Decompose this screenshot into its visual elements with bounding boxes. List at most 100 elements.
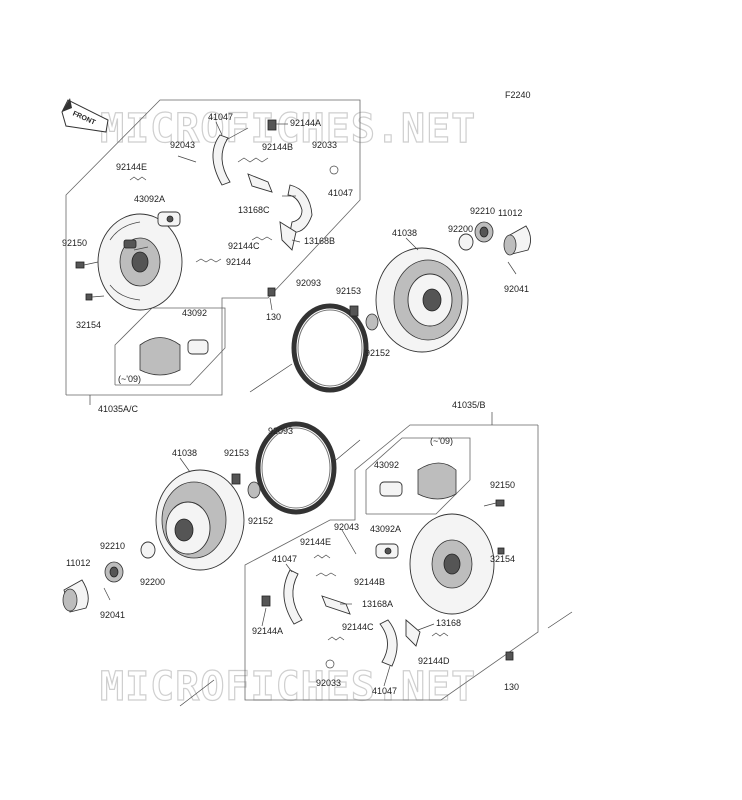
bottom-label-92200: 92200	[140, 577, 165, 587]
top-wheel-cylinder-43092a	[157, 211, 181, 227]
bottom-spring-92144b	[315, 572, 337, 577]
top-pad-92144a	[267, 119, 277, 131]
bottom-pin-92043	[341, 529, 357, 555]
top-bolt-92153	[349, 305, 359, 317]
top-pin-92041	[507, 261, 517, 275]
top-assembly-label: 41035A/C	[98, 404, 139, 414]
bottom-label-41038: 41038	[172, 448, 197, 458]
bottom-brake-shoe-right	[379, 619, 398, 667]
top-brake-shoe-right	[287, 184, 313, 233]
bottom-backing-plate	[409, 513, 495, 615]
bottom-washer-92152	[247, 481, 261, 499]
top-label-41047-b: 41047	[328, 188, 353, 198]
bottom-pad-92144a	[261, 595, 271, 607]
bottom-label-43092a: 43092A	[370, 524, 401, 534]
top-leader-lines	[133, 121, 419, 311]
bottom-label-32154: 32154	[490, 554, 515, 564]
top-nut-92210	[474, 221, 494, 243]
bottom-label-41047-a: 41047	[272, 554, 297, 564]
bottom-pin-92041	[103, 587, 111, 601]
bottom-label-92150: 92150	[490, 480, 515, 490]
bottom-label-11012: 11012	[66, 558, 90, 568]
top-spring-92144e	[129, 176, 147, 181]
front-arrow-icon: FRONT	[61, 98, 109, 133]
bottom-bolt-130	[505, 651, 514, 661]
bottom-label-92144a: 92144A	[252, 626, 283, 636]
top-label-13168b: 13168B	[304, 236, 335, 246]
top-clip-92033	[329, 165, 339, 175]
top-spring-92144	[195, 258, 222, 263]
bottom-nut-92210	[104, 561, 124, 583]
top-lever-13168b	[279, 221, 297, 251]
top-wheel-cylinder-subframe	[114, 307, 226, 386]
bottom-spring-92144c	[327, 636, 345, 641]
bottom-bolt-32154	[497, 547, 505, 555]
top-washer-92152	[365, 313, 379, 331]
bottom-label-92144e: 92144E	[300, 537, 331, 547]
top-backing-plate	[97, 213, 183, 311]
top-bolt-92150	[75, 261, 99, 269]
bottom-label-13168: 13168	[436, 618, 461, 628]
top-spring-92144c	[251, 236, 273, 241]
top-label-43092: 43092	[182, 308, 207, 318]
watermark-top: MICROFICHES.NET	[100, 106, 476, 152]
top-label-92153: 92153	[336, 286, 361, 296]
top-label-43092a: 43092A	[134, 194, 165, 204]
top-label-92144c: 92144C	[228, 241, 260, 251]
top-label-11012: 11012	[498, 208, 522, 218]
bottom-lever-13168	[405, 619, 421, 647]
bottom-bolt-92150	[483, 499, 505, 507]
figure-code: F2240	[505, 90, 531, 100]
top-bolt-32154	[85, 293, 105, 301]
watermark-bottom: MICROFICHES.NET	[100, 664, 476, 710]
top-version-note: (~'09)	[118, 374, 141, 384]
top-label-130: 130	[266, 312, 281, 322]
top-label-92093: 92093	[296, 278, 321, 288]
top-label-92033: 92033	[312, 140, 337, 150]
bottom-assembly-label: 41035/B	[452, 400, 486, 410]
bottom-label-13168a: 13168A	[362, 599, 393, 609]
bottom-leader-lines	[179, 457, 435, 687]
bottom-lever-13168a	[321, 595, 351, 615]
top-pin-92043	[177, 155, 197, 163]
top-label-92144b: 92144B	[262, 142, 293, 152]
top-label-92144: 92144	[226, 257, 251, 267]
bottom-assembly-frame	[244, 412, 539, 701]
top-label-92144a: 92144A	[290, 118, 321, 128]
bottom-wheel-cylinder-43092a	[375, 543, 399, 559]
top-wheel-cylinder-43092	[139, 337, 209, 376]
top-label-13168c: 13168C	[238, 205, 270, 215]
bottom-bolt-92153	[231, 473, 241, 485]
bottom-version-note: (~'09)	[430, 436, 453, 446]
top-label-92144e: 92144E	[116, 162, 147, 172]
top-label-92043: 92043	[170, 140, 195, 150]
top-cap-11012	[503, 225, 531, 256]
bottom-label-92093: 92093	[268, 426, 293, 436]
bottom-spring-92144e	[313, 554, 331, 559]
bottom-label-92041: 92041	[100, 610, 125, 620]
bottom-label-92144d: 92144D	[418, 656, 450, 666]
bottom-label-92210: 92210	[100, 541, 125, 551]
top-brake-shoe-left	[212, 127, 249, 186]
bottom-label-92153: 92153	[224, 448, 249, 458]
top-seal-ring-92093	[291, 303, 369, 393]
bottom-seal-ring-92093	[255, 421, 337, 515]
bottom-label-92033: 92033	[316, 678, 341, 688]
bottom-label-43092: 43092	[374, 460, 399, 470]
bottom-brake-shoe-left	[283, 569, 303, 625]
top-label-92210: 92210	[470, 206, 495, 216]
top-label-92150: 92150	[62, 238, 87, 248]
top-spring-92144b	[237, 157, 269, 163]
bottom-label-92144b: 92144B	[354, 577, 385, 587]
bottom-label-41047-b: 41047	[372, 686, 397, 696]
top-label-92200: 92200	[448, 224, 473, 234]
bottom-brake-drum-41038	[155, 469, 245, 571]
top-label-92152: 92152	[365, 348, 390, 358]
bottom-clip-92033	[325, 659, 335, 669]
top-washer-92200	[458, 233, 474, 251]
top-lever-13168c	[247, 173, 273, 193]
bottom-wheel-cylinder-43092	[379, 462, 457, 500]
bottom-wheel-cylinder-subframe	[365, 437, 471, 515]
top-assembly-frame	[65, 99, 361, 405]
